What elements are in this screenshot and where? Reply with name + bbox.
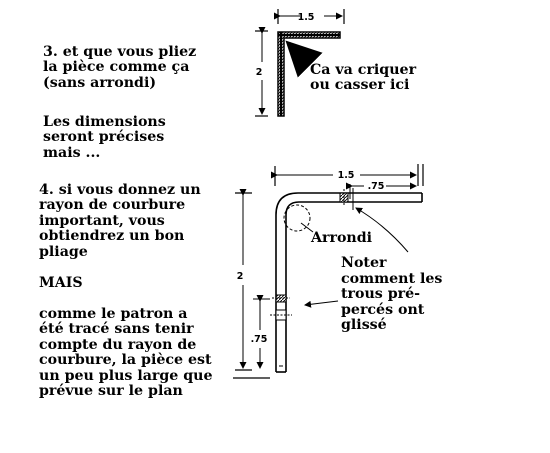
step4-line: important, vous (39, 212, 165, 229)
patron-note-line: un peu plus large que (39, 367, 213, 384)
bottom-hole-dim: .75 (368, 181, 385, 192)
holes-note-line: Noter (341, 255, 387, 271)
step3-text: 3. et que vous pliez la pièce comme ça (… (43, 44, 197, 91)
patron-note-line: été tracé sans tenir (39, 321, 194, 338)
step3-line: 3. et que vous pliez (43, 44, 197, 60)
patron-note-line: comme le patron a (39, 306, 188, 322)
holes-note-line: comment les (341, 270, 443, 287)
holes-note: Noter comment les trous pré- percés ont … (341, 255, 443, 334)
crack-note-line: Ca va criquer (310, 62, 417, 78)
bottom-side-hole-dim: .75 (251, 334, 268, 345)
step4-line: obtiendrez un bon (39, 228, 185, 245)
step4-text: 4. si vous donnez un rayon de courbure i… (39, 182, 201, 260)
mais-label: MAIS (39, 275, 83, 291)
radius-bend-figure (233, 164, 424, 379)
holes-note-line: trous pré- (341, 286, 421, 303)
bottom-height-dim: 2 (237, 271, 244, 282)
crack-note-line: ou casser ici (310, 77, 410, 94)
crack-note: Ca va criquer ou casser ici (310, 62, 417, 94)
step4-line: 4. si vous donnez un (39, 182, 201, 198)
dimensions-line: mais ... (43, 144, 101, 161)
patron-note-line: compte du rayon de (39, 336, 197, 353)
step4-line: pliage (39, 243, 88, 260)
sharp-bend-figure (255, 9, 345, 117)
holes-note-line: glissé (341, 317, 387, 334)
patron-note-line: prévue sur le plan (39, 383, 183, 400)
top-height-dim: 2 (256, 67, 263, 78)
patron-note-line: courbure, la pièce est (39, 352, 212, 369)
dimensions-line: seront précises (43, 129, 165, 146)
dimensions-line: Les dimensions (43, 114, 166, 130)
step3-line: (sans arrondi) (43, 74, 157, 91)
top-width-dim: 1.5 (298, 12, 315, 23)
step4-line: rayon de courbure (39, 197, 186, 214)
patron-note: comme le patron a été tracé sans tenir c… (39, 306, 213, 400)
arrondi-label: Arrondi (311, 230, 373, 246)
step3-line: la pièce comme ça (43, 59, 190, 76)
bottom-width-dim: 1.5 (338, 170, 355, 181)
dimensions-text: Les dimensions seront précises mais ... (43, 114, 166, 161)
holes-note-line: percés ont (341, 301, 425, 318)
